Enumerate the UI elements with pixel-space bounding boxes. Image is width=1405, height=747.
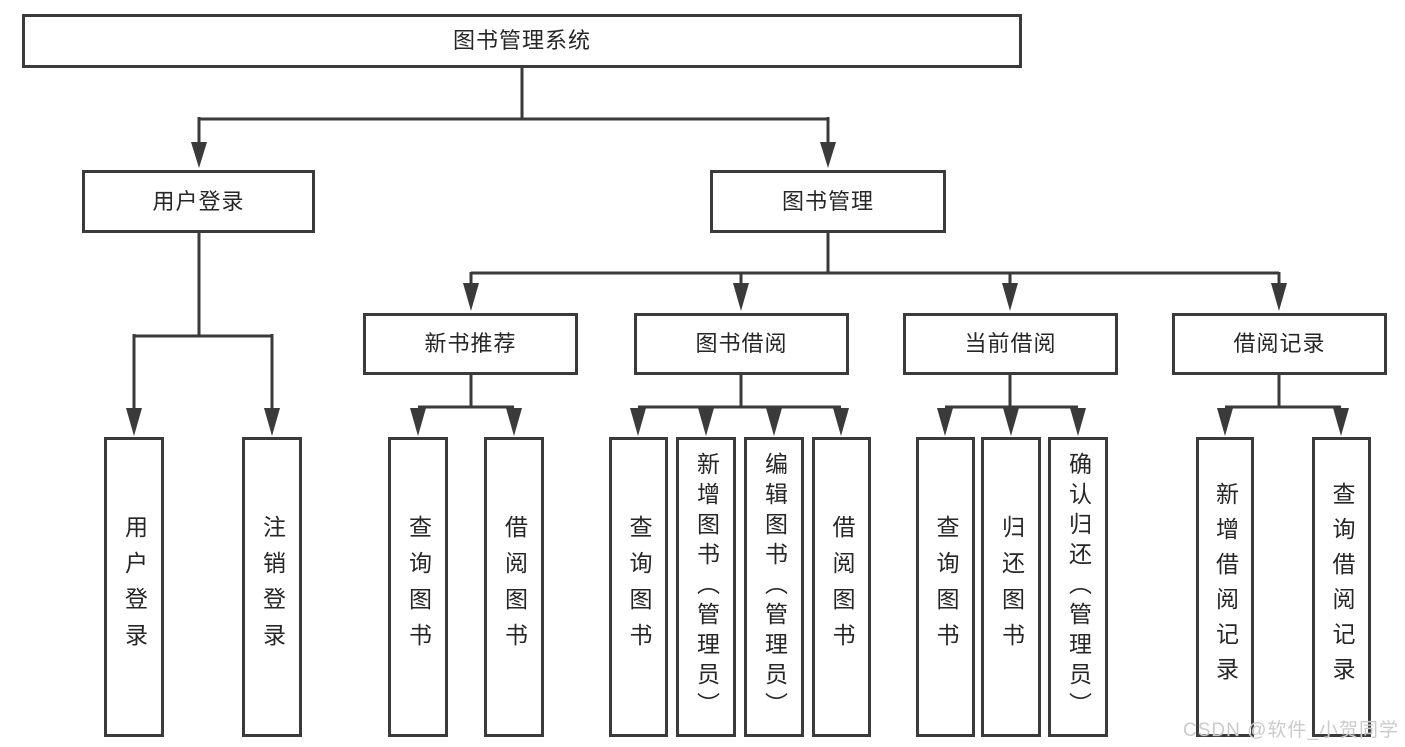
node-leaf-query-books-recommend: 查询图书 (388, 437, 448, 737)
node-leaf-borrow-books-recommend: 借阅图书 (484, 437, 544, 737)
node-user-login: 用户登录 (82, 170, 315, 233)
node-leaf-return-books: 归还图书 (981, 437, 1041, 737)
node-book-management: 图书管理 (710, 170, 946, 233)
arrow-down-icon (833, 408, 849, 436)
arrow-down-icon (766, 408, 782, 436)
arrow-down-icon (1070, 408, 1086, 436)
node-library-management-system: 图书管理系统 (22, 14, 1022, 68)
node-new-book-recommend: 新书推荐 (363, 313, 578, 375)
node-leaf-borrow-books: 借阅图书 (812, 437, 871, 737)
node-leaf-add-books-admin: 新增图书（管理员） (676, 437, 736, 737)
arrow-down-icon (191, 142, 207, 168)
arrow-down-icon (264, 408, 280, 436)
node-leaf-add-borrow-record: 新增借阅记录 (1196, 437, 1254, 737)
node-leaf-logout: 注销登录 (242, 437, 302, 737)
arrow-down-icon (698, 408, 714, 436)
node-current-borrow: 当前借阅 (903, 313, 1118, 375)
arrow-down-icon (630, 408, 646, 436)
arrow-down-icon (1217, 408, 1233, 436)
node-leaf-query-borrow-record: 查询借阅记录 (1312, 437, 1371, 737)
arrow-down-icon (937, 408, 953, 436)
node-leaf-query-books-borrow: 查询图书 (609, 437, 668, 737)
arrow-down-icon (733, 283, 749, 311)
arrow-down-icon (1333, 408, 1349, 436)
node-leaf-confirm-return-admin: 确认归还（管理员） (1048, 437, 1108, 737)
arrow-down-icon (1271, 283, 1287, 311)
arrow-down-icon (1002, 283, 1018, 311)
arrow-down-icon (410, 408, 426, 436)
node-book-borrow: 图书借阅 (634, 313, 849, 375)
arrow-down-icon (463, 283, 479, 311)
arrow-down-icon (126, 408, 142, 436)
node-borrow-records: 借阅记录 (1172, 313, 1387, 375)
arrow-down-icon (1003, 408, 1019, 436)
csdn-watermark: CSDN @软件_小贺同学 (1183, 720, 1399, 741)
arrow-down-icon (820, 142, 836, 168)
node-leaf-query-books-current: 查询图书 (916, 437, 975, 737)
arrow-down-icon (506, 408, 522, 436)
node-leaf-user-login: 用户登录 (104, 437, 164, 737)
node-leaf-edit-books-admin: 编辑图书（管理员） (744, 437, 804, 737)
